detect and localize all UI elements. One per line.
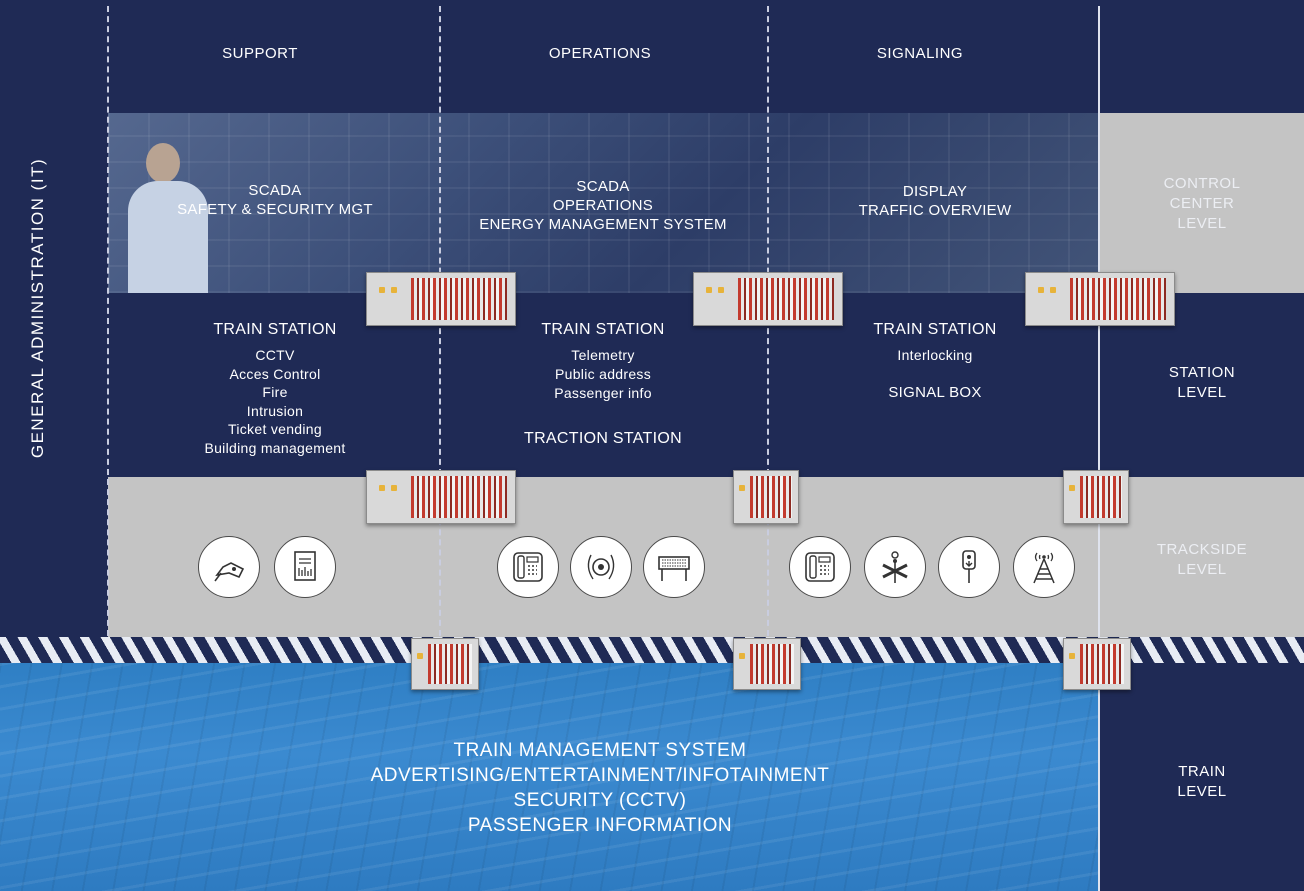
cc-support-line-1: SCADA: [248, 182, 302, 199]
level-train-line-1: TRAIN: [1178, 763, 1226, 780]
level-train-line-2: LEVEL: [1177, 783, 1227, 800]
telephone-icon: [497, 536, 559, 598]
ticket-machine-icon: [274, 536, 336, 598]
station-support-item: Building management: [204, 439, 346, 456]
station-operations-title: TRAIN STATION: [541, 321, 665, 338]
cc-support-line-2: SAFETY & SECURITY MGT: [177, 201, 373, 218]
level-trackside-line-1: TRACKSIDE: [1156, 541, 1248, 558]
station-support-item: CCTV: [255, 347, 295, 363]
station-support-item: Intrusion: [246, 402, 304, 419]
level-label-station: STATION LEVEL: [1100, 363, 1304, 403]
network-switch-small: [1063, 638, 1131, 690]
network-switch-rack: [693, 272, 843, 326]
train-line-4: PASSENGER INFORMATION: [467, 815, 733, 836]
network-switch-small: [733, 638, 801, 690]
station-operations-item: Passenger info: [554, 385, 652, 401]
station-support: TRAIN STATION CCTV Acces Control Fire In…: [130, 320, 420, 457]
level-divider: [1098, 6, 1100, 891]
cctv-camera-icon: [198, 536, 260, 598]
radio-tower-icon: [1013, 536, 1075, 598]
station-support-title: TRAIN STATION: [213, 321, 337, 338]
train-line-2: ADVERTISING/ENTERTAINMENT/INFOTAINMENT: [370, 765, 830, 786]
cc-operations-text: SCADA OPERATIONS ENERGY MANAGEMENT SYSTE…: [440, 177, 766, 234]
cc-operations-line-1: SCADA: [576, 178, 630, 195]
station-signaling-title: TRAIN STATION: [873, 321, 997, 338]
network-switch-rack: [366, 272, 516, 326]
level-label-train: TRAIN LEVEL: [1100, 762, 1304, 802]
cc-signaling-line-2: TRAFFIC OVERVIEW: [858, 202, 1012, 219]
station-support-item: Acces Control: [229, 365, 321, 382]
station-operations-items: Telemetry Public address Passenger info: [450, 346, 756, 403]
level-control-line-2: CENTER: [1169, 195, 1235, 212]
train-level-text: TRAIN MANAGEMENT SYSTEM ADVERTISING/ENTE…: [250, 738, 950, 838]
cc-signaling-text: DISPLAY TRAFFIC OVERVIEW: [800, 182, 1070, 220]
traction-station-label: TRACTION STATION: [524, 430, 682, 447]
cc-operations-line-3: ENERGY MANAGEMENT SYSTEM: [479, 216, 727, 233]
level-station-line-1: STATION: [1168, 364, 1236, 381]
level-label-control-center: CONTROL CENTER LEVEL: [1100, 174, 1304, 234]
operator-silhouette: [128, 143, 208, 293]
train-line-1: TRAIN MANAGEMENT SYSTEM: [453, 740, 747, 761]
network-switch-small: [411, 638, 479, 690]
station-support-item: Ticket vending: [228, 421, 322, 437]
train-level-photo: [0, 663, 1098, 891]
cc-operations-line-2: OPERATIONS: [552, 197, 654, 214]
cc-support-text: SCADA SAFETY & SECURITY MGT: [130, 181, 420, 219]
column-divider-1: [107, 6, 109, 636]
station-signaling-item: Interlocking: [897, 347, 973, 363]
column-header-support: SUPPORT: [222, 45, 298, 62]
signal-box-label: SIGNAL BOX: [888, 384, 982, 401]
column-header-signaling: SIGNALING: [876, 45, 964, 62]
general-administration-label: GENERAL ADMINISTRATION (IT): [28, 157, 47, 459]
network-switch-small: [1063, 470, 1129, 524]
station-operations-item: Public address: [554, 366, 652, 382]
level-crossing-icon: [864, 536, 926, 598]
station-operations-item: Telemetry: [571, 347, 635, 363]
telephone-icon: [789, 536, 851, 598]
network-switch-rack: [366, 470, 516, 524]
station-operations: TRAIN STATION Telemetry Public address P…: [450, 320, 756, 449]
level-control-line-3: LEVEL: [1177, 215, 1227, 232]
station-support-item: Fire: [262, 384, 288, 400]
station-support-items: CCTV Acces Control Fire Intrusion Ticket…: [130, 346, 420, 457]
column-header-operations: OPERATIONS: [548, 45, 652, 62]
level-label-trackside: TRACKSIDE LEVEL: [1100, 540, 1304, 580]
loudspeaker-icon: [570, 536, 632, 598]
cc-signaling-line-1: DISPLAY: [902, 183, 968, 200]
control-room-photo: [108, 113, 1098, 293]
station-signaling: TRAIN STATION Interlocking SIGNAL BOX: [800, 320, 1070, 403]
level-station-line-2: LEVEL: [1177, 384, 1227, 401]
train-line-3: SECURITY (CCTV): [513, 790, 687, 811]
network-switch-small: [733, 470, 799, 524]
network-switch-rack: [1025, 272, 1175, 326]
display-board-icon: [643, 536, 705, 598]
train-level-cell: [1098, 663, 1304, 891]
level-trackside-line-2: LEVEL: [1177, 561, 1227, 578]
station-signaling-items: Interlocking: [800, 346, 1070, 365]
level-control-line-1: CONTROL: [1163, 175, 1241, 192]
railway-signal-icon: [938, 536, 1000, 598]
control-center-level-cell: [1098, 113, 1304, 293]
